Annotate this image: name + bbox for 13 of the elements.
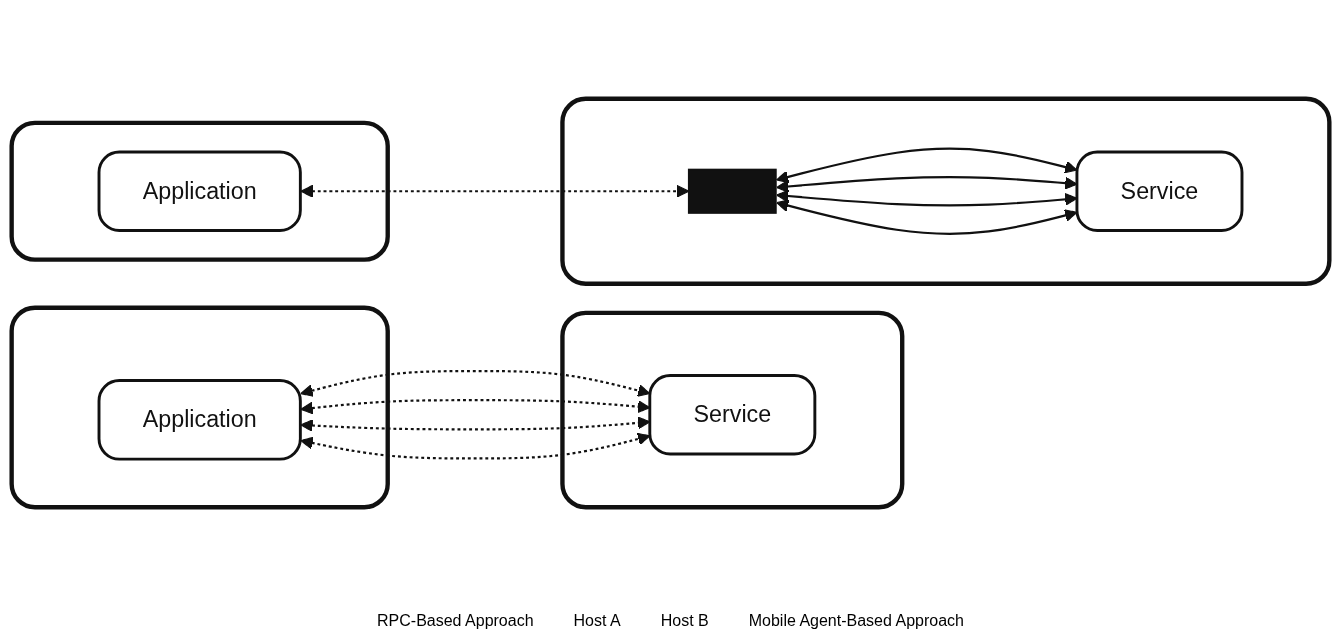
node-box: Service <box>1075 150 1244 232</box>
cluster <box>9 120 390 262</box>
cluster <box>9 305 390 510</box>
node-box: Application <box>97 150 302 232</box>
caption-text: Mobile Agent-Based Approach <box>748 612 964 630</box>
cluster <box>560 96 1332 286</box>
caption-text: Host B <box>660 612 709 630</box>
node-bar <box>687 168 777 214</box>
caption-text: RPC-Based Approach <box>377 612 534 630</box>
cluster <box>560 310 905 510</box>
caption-text: Host A <box>573 612 621 630</box>
node-box: Application <box>97 379 302 461</box>
node-box: Service <box>648 374 817 456</box>
